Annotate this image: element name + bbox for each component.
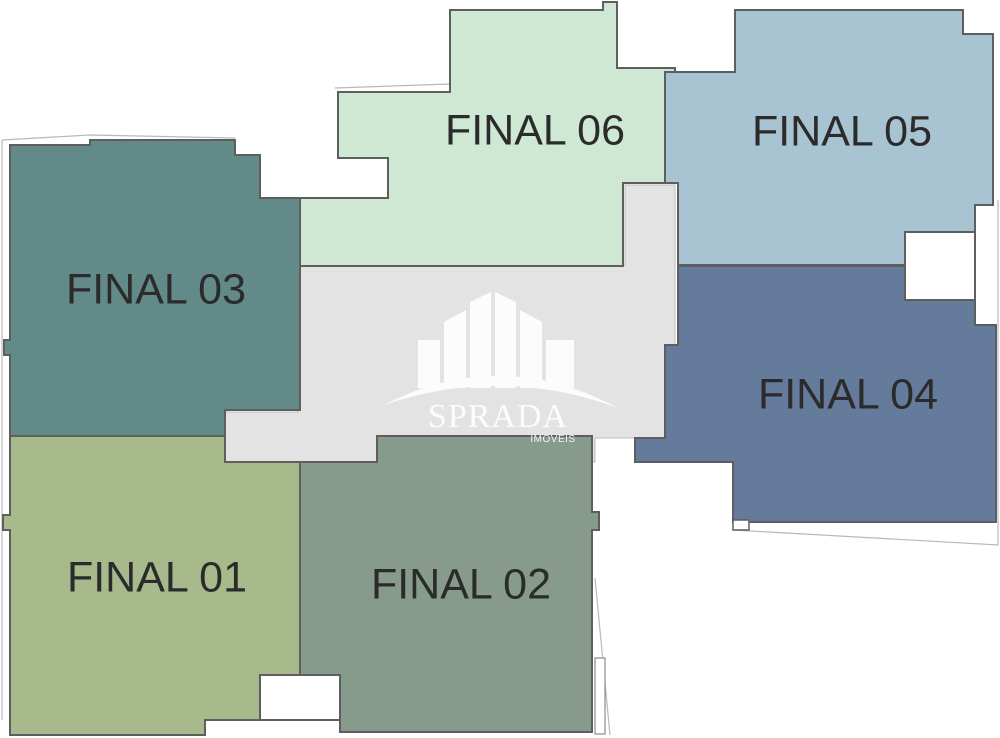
unit-final-03[interactable]	[3, 139, 301, 437]
sprada-logo-watermark: SPRADA IMOVEIS	[384, 292, 618, 445]
logo-swoosh-icon	[384, 375, 618, 408]
unit-label-final-04: FINAL 04	[758, 370, 938, 418]
building-icon	[418, 292, 574, 388]
unit-label-final-05: FINAL 05	[752, 107, 932, 155]
unit-label-final-03: FINAL 03	[66, 265, 246, 313]
unit-label-final-01: FINAL 01	[67, 553, 247, 601]
unit-final-01[interactable]	[2, 435, 301, 736]
logo-name: SPRADA	[428, 398, 568, 435]
unit-label-final-02: FINAL 02	[371, 560, 551, 608]
logo-subtitle: IMOVEIS	[530, 434, 575, 445]
unit-label-final-06: FINAL 06	[445, 106, 625, 154]
unit-final-06[interactable]	[299, 1, 676, 267]
outline-guides	[1, 83, 999, 736]
cutouts	[259, 231, 976, 735]
